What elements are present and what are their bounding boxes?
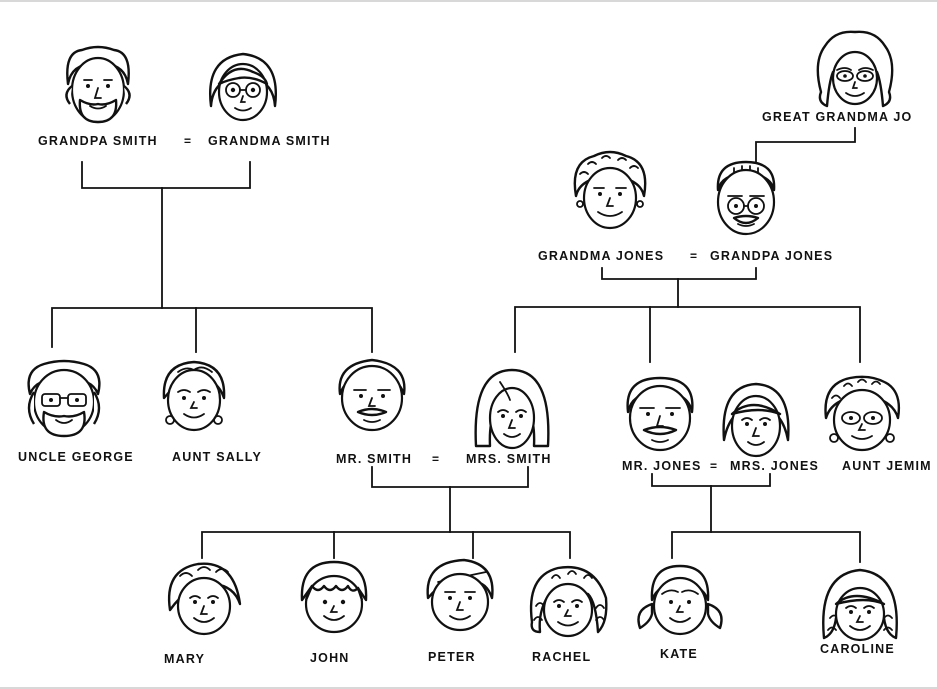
label-caroline: CAROLINE [820, 642, 895, 656]
marriage-symbol-smith-grandparents: = [184, 134, 191, 148]
marriage-symbol-jones-grandparents: = [690, 249, 697, 263]
member-labels: GRANDPA SMITH = GRANDMA SMITH GREAT GRAN… [18, 110, 932, 666]
tree-connectors [51, 127, 861, 563]
label-aunt-sally: AUNT SALLY [172, 450, 262, 464]
great-grandma-jones-portrait [816, 30, 894, 108]
mr-smith-portrait [338, 358, 406, 432]
mary-portrait [167, 562, 242, 636]
aunt-sally-portrait [162, 360, 226, 432]
label-grandpa-smith: GRANDPA SMITH [38, 134, 158, 148]
kate-portrait [637, 564, 723, 636]
label-great-grandma-jones: GREAT GRANDMA JO [762, 110, 912, 124]
caroline-portrait [822, 568, 898, 642]
label-mary: MARY [164, 652, 205, 666]
label-mrs-jones: MRS. JONES [730, 459, 819, 473]
uncle-george-portrait [27, 359, 101, 438]
rachel-portrait [529, 565, 608, 638]
label-john: JOHN [310, 651, 350, 665]
label-aunt-jemima: AUNT JEMIM [842, 459, 932, 473]
label-grandpa-jones: GRANDPA JONES [710, 249, 833, 263]
grandpa-smith-portrait [65, 45, 131, 124]
label-kate: KATE [660, 647, 698, 661]
grandma-jones-portrait [573, 150, 647, 230]
mrs-smith-portrait [474, 368, 550, 450]
label-uncle-george: UNCLE GEORGE [18, 450, 134, 464]
john-portrait [300, 560, 368, 634]
label-rachel: RACHEL [532, 650, 591, 664]
marriage-symbol-smiths: = [432, 452, 439, 466]
peter-portrait [426, 558, 494, 632]
label-peter: PETER [428, 650, 476, 664]
grandma-smith-portrait [209, 52, 277, 122]
label-grandma-smith: GRANDMA SMITH [208, 134, 331, 148]
mr-jones-portrait [626, 376, 694, 452]
label-mr-smith: MR. SMITH [336, 452, 412, 466]
mrs-jones-portrait [722, 382, 790, 458]
aunt-jemima-portrait [824, 375, 901, 452]
label-mrs-smith: MRS. SMITH [466, 452, 552, 466]
marriage-symbol-joneses: = [710, 459, 717, 473]
label-mr-jones: MR. JONES [622, 459, 702, 473]
grandpa-jones-portrait [716, 160, 776, 236]
label-grandma-jones: GRANDMA JONES [538, 249, 664, 263]
